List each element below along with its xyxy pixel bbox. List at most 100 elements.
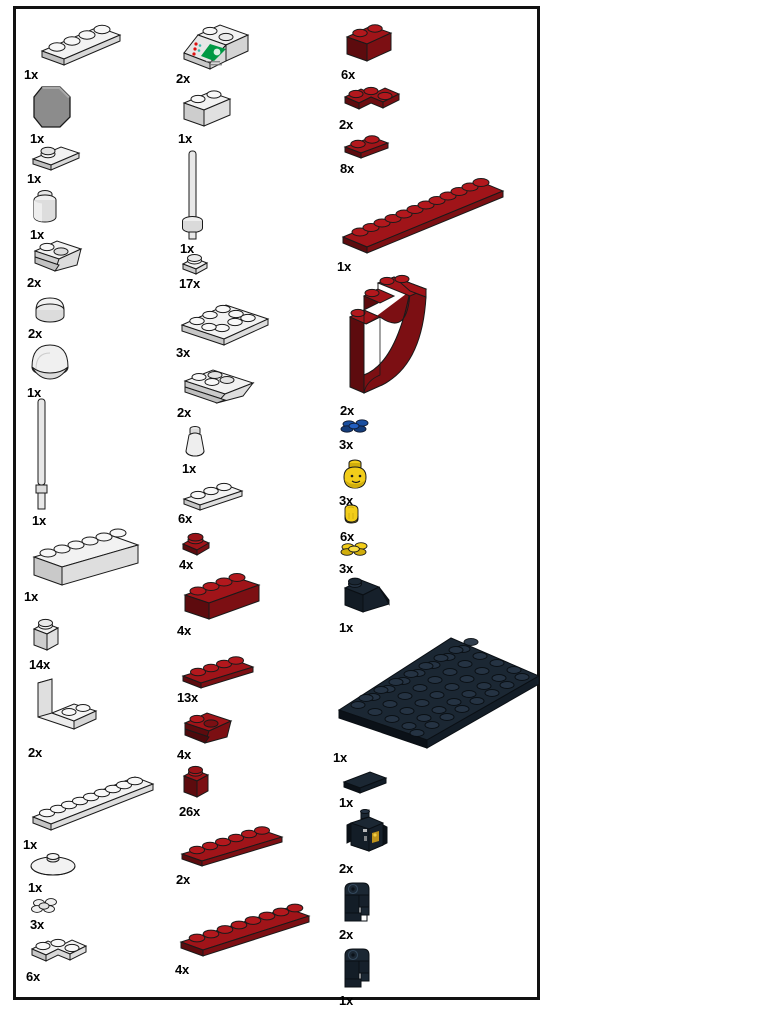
octagonal-panel-gray-art [30,83,78,131]
qty-label: 1x [27,171,42,186]
minifig-helmet-white-art [27,341,73,385]
part-entry-printed-slope-2x2-computer[interactable]: 2x [176,21,262,85]
minifig-hair-yellow-art [339,539,371,561]
part-entry-flower-plate-white[interactable]: 3x [30,895,62,931]
qty-label: 3x [176,345,191,360]
part-entry-arch-1x5x4-red[interactable]: 2x [340,274,444,417]
plate-6x12-black-art [333,634,545,750]
qty-label: 1x [28,880,43,895]
minifig-head-yellow-art [339,457,375,493]
part-entry-plate-1x1-white[interactable]: 17x [179,252,211,290]
qty-label: 1x [333,750,348,765]
part-entry-slope-2x2-black[interactable]: 1x [339,574,395,634]
parts-column-2: 2x 1x [168,9,323,997]
part-entry-antenna-lamp-post-white[interactable]: 1x [180,149,208,255]
qty-label: 6x [340,529,355,544]
part-entry-plate-6x12-black[interactable]: 1x [333,634,545,764]
part-entry-tile-1x2-black[interactable]: 1x [339,767,391,809]
part-entry-corner-plate-2x2-red[interactable]: 2x [339,81,405,131]
part-entry-minifig-legs-black[interactable]: 2x [339,881,379,941]
part-entry-plate-1x4-white[interactable]: 1x [24,21,124,81]
plate-1x8-red-art [175,902,317,962]
qty-label: 1x [23,837,38,852]
parts-column-3: 6x [323,9,545,1007]
part-entry-plate-2x4-white[interactable]: 3x [176,297,274,359]
inverted-slope-2x2-white-art [27,237,89,275]
qty-label: 14x [29,657,51,672]
part-entry-inverted-slope-2x2-red[interactable]: 4x [177,709,239,761]
part-entry-corner-plate-2x2-white[interactable]: 6x [26,931,92,983]
qty-label: 2x [176,71,191,86]
part-entry-plate-1x1-red[interactable]: 4x [179,531,213,571]
part-entry-brick-1x2-red[interactable]: 6x [341,21,397,81]
part-entry-inverted-slope-2x4-white[interactable]: 2x [177,367,261,419]
part-entry-dish-3x3-white[interactable]: 1x [28,850,80,894]
plate-1x4-red-art [177,654,261,690]
qty-label: 3x [30,917,45,932]
plate-1x10-white-art [23,771,159,837]
part-entry-minifig-cap-white[interactable]: 2x [28,294,74,340]
brick-1x1-white-art [29,617,63,657]
slope-2x2-black-art [339,574,395,620]
part-entry-minifig-helmet-white[interactable]: 1x [27,341,73,399]
part-entry-minifig-torso-black[interactable]: 2x [339,809,393,875]
antenna-bar-white-art [32,397,56,513]
cylinder-1x1-white-art [30,187,62,227]
inventory-border-box: 1x 1x [13,6,545,1007]
qty-label: 17x [179,276,201,291]
part-entry-plate-1x10-white[interactable]: 1x [23,771,159,851]
minifig-torso-black-art [339,809,393,861]
brick-1x2-white-art [178,87,236,131]
part-entry-cylinder-1x1-white[interactable]: 1x [30,187,62,241]
part-entry-plate-1x8-red[interactable]: 4x [175,902,317,976]
plate-1x4-white-art [24,21,124,67]
part-entry-plant-leaves-blue[interactable]: 3x [339,417,375,451]
part-entry-brick-1x1-white[interactable]: 14x [29,617,63,671]
inverted-slope-2x2-red-art [177,709,239,747]
plant-leaves-blue-art [339,417,375,437]
part-entry-minifig-head-yellow[interactable]: 3x [339,457,375,507]
qty-label: 2x [27,275,42,290]
part-entry-plate-1x2-with-stud-white[interactable]: 1x [27,141,85,185]
qty-label: 1x [339,620,354,635]
part-entry-minifig-hand-yellow[interactable]: 6x [340,503,366,543]
part-entry-minifig-legs-black-single[interactable]: 1x [339,947,379,1007]
qty-label: 13x [177,690,199,705]
brick-1x2-red-art [341,21,397,67]
qty-label: 1x [178,131,193,146]
part-entry-plate-1x12-red[interactable]: 1x [337,175,511,273]
plate-2x4-white-art [176,297,274,346]
part-entry-bracket-seat-white[interactable]: 2x [28,677,102,759]
flower-plate-white-art [30,895,62,917]
part-entry-plate-1x6-red[interactable]: 2x [176,824,290,886]
part-entry-minifig-hair-yellow[interactable]: 3x [339,539,371,575]
qty-label: 2x [176,872,191,887]
brick-1x1-red-art [179,764,213,804]
part-entry-octagonal-panel-gray[interactable]: 1x [30,83,78,145]
part-entry-antenna-bar-white[interactable]: 1x [32,397,56,527]
parts-column-1: 1x 1x [16,9,168,997]
qty-label: 1x [182,461,197,476]
qty-label: 1x [337,259,352,274]
printed-slope-2x2-computer-art [176,21,262,71]
antenna-lamp-post-white-art [180,149,208,241]
qty-label: 4x [177,623,192,638]
minifig-hand-yellow-art [340,503,366,529]
qty-label: 4x [177,747,192,762]
qty-label: 8x [340,161,355,176]
part-entry-plate-1x3-white[interactable]: 6x [178,479,248,525]
part-entry-brick-1x6-white[interactable]: 1x [24,527,144,603]
part-entry-brick-1x2-white[interactable]: 1x [178,87,236,145]
minifig-legs-black-single-art [339,947,379,993]
part-entry-plate-1x2-red[interactable]: 8x [340,131,392,175]
part-entry-nose-cone-1x1-white[interactable]: 1x [182,423,210,475]
qty-label: 1x [32,513,47,528]
part-entry-inverted-slope-2x2-white[interactable]: 2x [27,237,89,289]
part-entry-brick-1x1-red[interactable]: 26x [179,764,213,818]
qty-label: 1x [30,227,45,242]
part-entry-plate-1x4-red[interactable]: 13x [177,654,261,704]
qty-label: 3x [339,493,354,508]
part-entry-brick-1x4-red[interactable]: 4x [177,571,265,637]
minifig-cap-white-art [28,294,74,326]
